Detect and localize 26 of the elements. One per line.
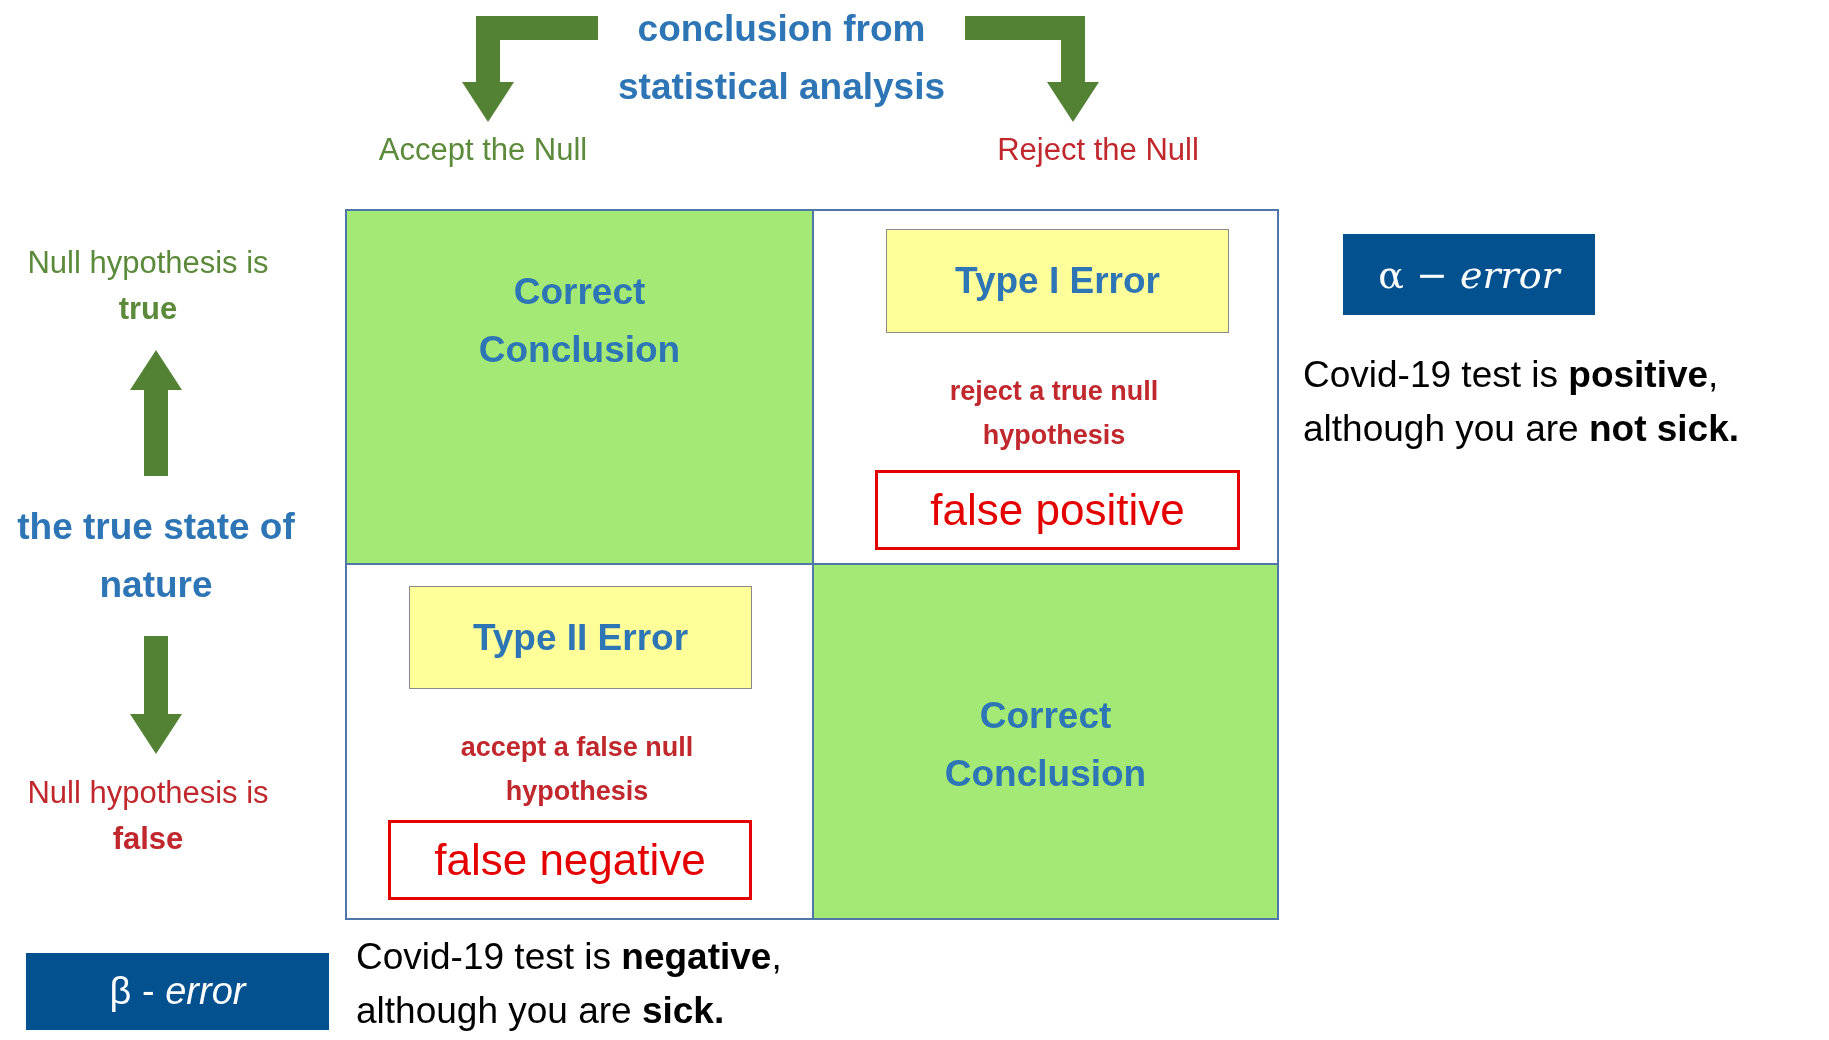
matrix-cell xyxy=(812,209,1279,565)
matrix-cell xyxy=(812,563,1279,920)
error-label-box: β - error xyxy=(26,953,329,1030)
note-text: Covid-19 test is negative, although you are sick. xyxy=(356,935,783,1033)
outcome-box: false negative xyxy=(388,820,752,900)
row-label: Null hypothesis is false xyxy=(10,754,286,878)
block-arrow xyxy=(462,16,598,122)
block-arrow xyxy=(130,636,182,754)
column-label: Reject the Null xyxy=(965,122,1231,178)
note-text: Covid-19 test is positive, although you are not sick. xyxy=(1303,353,1741,451)
heading-text: conclusion from statistical analysis xyxy=(598,0,965,116)
outcome-box: false positive xyxy=(875,470,1240,550)
block-arrow xyxy=(965,16,1099,122)
error-type-box: Type II Error xyxy=(409,586,752,689)
row-label: Null hypothesis is true xyxy=(10,222,286,350)
matrix-cell xyxy=(345,563,814,920)
axis-label: the true state of nature xyxy=(8,476,304,636)
matrix-cell xyxy=(345,209,814,565)
cell-text: Correct Conclusion xyxy=(943,694,1148,796)
block-arrow xyxy=(130,350,182,476)
cell-text: Correct Conclusion xyxy=(477,270,682,372)
column-label: Accept the Null xyxy=(350,122,616,178)
error-label-box: α − error xyxy=(1343,234,1595,315)
cell-text: accept a false null hypothesis xyxy=(459,731,695,808)
cell-text: reject a true null hypothesis xyxy=(948,375,1160,452)
error-type-box: Type I Error xyxy=(886,229,1229,333)
